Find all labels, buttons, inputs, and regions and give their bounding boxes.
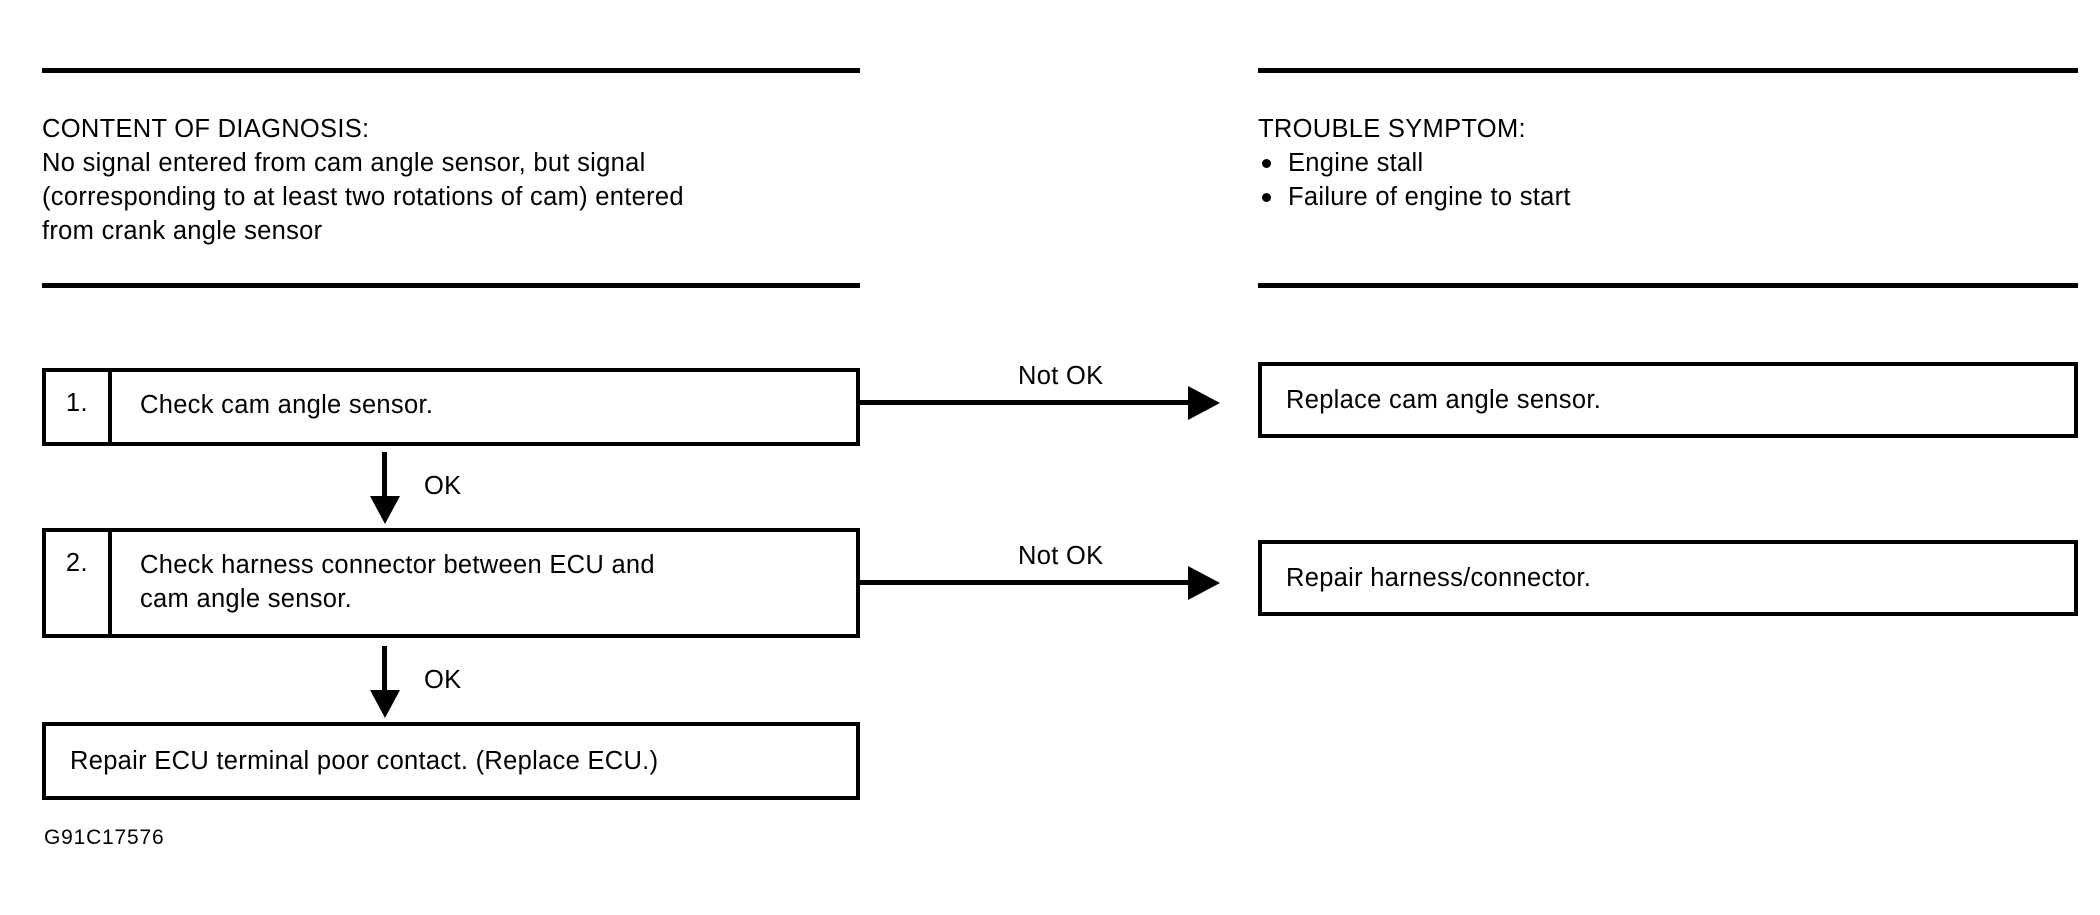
- flow-step-2-box: 2. Check harness connector between ECU a…: [42, 528, 860, 638]
- content-of-diagnosis-title: CONTENT OF DIAGNOSIS:: [42, 115, 370, 143]
- step-1-not-ok-result-text: Replace cam angle sensor.: [1262, 366, 2074, 434]
- left-header-top-rule: [42, 68, 860, 73]
- step-2-ok-label: OK: [424, 666, 462, 694]
- flow-step-2-line-1: Check harness connector between ECU and: [140, 551, 655, 579]
- step-1-not-ok-label: Not OK: [1018, 362, 1104, 390]
- flow-step-2-text: Check harness connector between ECU and …: [112, 532, 856, 634]
- step-2-not-ok-result-box: Repair harness/connector.: [1258, 540, 2078, 616]
- flow-step-1-box: 1. Check cam angle sensor.: [42, 368, 860, 446]
- bullet-dot-icon: [1262, 193, 1271, 202]
- flow-step-1-text: Check cam angle sensor.: [112, 372, 856, 442]
- flow-step-1-number: 1.: [46, 372, 112, 442]
- step-1-ok-label: OK: [424, 472, 462, 500]
- trouble-symptom-item-2: Failure of engine to start: [1258, 180, 1571, 214]
- flow-step-2-line-2: cam angle sensor.: [140, 585, 353, 613]
- step-1-not-ok-arrow: [860, 400, 1190, 405]
- content-of-diagnosis-line-2: (corresponding to at least two rotations…: [42, 183, 684, 211]
- flow-step-2-number: 2.: [46, 532, 112, 634]
- trouble-symptom-item-1-label: Engine stall: [1288, 149, 1424, 177]
- content-of-diagnosis-line-1: No signal entered from cam angle sensor,…: [42, 149, 646, 177]
- step-2-ok-arrow: [382, 646, 387, 692]
- figure-code: G91C17576: [44, 826, 165, 849]
- trouble-symptom-item-2-label: Failure of engine to start: [1288, 183, 1571, 211]
- step-1-not-ok-result-box: Replace cam angle sensor.: [1258, 362, 2078, 438]
- trouble-symptom-block: TROUBLE SYMPTOM: Engine stall Failure of…: [1258, 112, 1571, 214]
- flow-step-1-line-1: Check cam angle sensor.: [140, 391, 434, 419]
- flow-final-box: Repair ECU terminal poor contact. (Repla…: [42, 722, 860, 800]
- flow-final-label: Repair ECU terminal poor contact. (Repla…: [70, 747, 659, 775]
- step-1-ok-arrow: [382, 452, 387, 498]
- step-2-not-ok-result-text: Repair harness/connector.: [1262, 544, 2074, 612]
- right-header-bottom-rule: [1258, 283, 2078, 288]
- bullet-dot-icon: [1262, 159, 1271, 168]
- trouble-symptom-item-1: Engine stall: [1258, 146, 1571, 180]
- content-of-diagnosis-block: CONTENT OF DIAGNOSIS: No signal entered …: [42, 112, 684, 248]
- step-2-not-ok-result-label: Repair harness/connector.: [1286, 564, 1592, 592]
- content-of-diagnosis-line-3: from crank angle sensor: [42, 217, 323, 245]
- trouble-symptom-title: TROUBLE SYMPTOM:: [1258, 115, 1526, 143]
- left-header-bottom-rule: [42, 283, 860, 288]
- step-2-not-ok-label: Not OK: [1018, 542, 1104, 570]
- flow-final-text: Repair ECU terminal poor contact. (Repla…: [46, 726, 856, 796]
- step-1-not-ok-result-label: Replace cam angle sensor.: [1286, 386, 1602, 414]
- right-header-top-rule: [1258, 68, 2078, 73]
- step-2-not-ok-arrow: [860, 580, 1190, 585]
